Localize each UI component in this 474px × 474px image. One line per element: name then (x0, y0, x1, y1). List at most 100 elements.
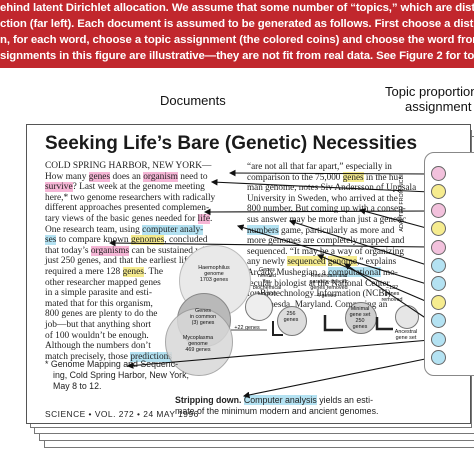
topic-coin (431, 331, 446, 347)
256-genes-label: 256 genes (283, 311, 299, 323)
caption-text: yields an esti- (316, 395, 374, 405)
highlighted-word-yellow: sequenced (287, 256, 326, 267)
article-line: sequenced. “It may be a way of organizin… (247, 246, 404, 257)
article-text: man genome, notes Siv Andersson of Uppsa… (247, 182, 417, 193)
figure-credit: ADAPTED FROM NCBI (399, 174, 405, 232)
article-text: to compare known (56, 235, 131, 246)
article-text: How many (45, 171, 89, 182)
highlighted-word-yellow: genes (342, 171, 364, 182)
figure-caption-text: Stripping down. Computer analysis yields… (175, 395, 378, 417)
article-text: match precisely, those (45, 351, 131, 362)
minimal-gene-set-label: Minimal gene set 250 genes (349, 306, 371, 330)
article-text: other researcher mapped genes (45, 277, 161, 288)
topic-coin (431, 184, 446, 200)
article-text: . (210, 214, 213, 224)
article-text: “are not all that far apart,” especially… (247, 161, 392, 171)
article-text: One research team, using (45, 224, 143, 235)
article-title: Seeking Life’s Bare (Genetic) Necessitie… (45, 133, 418, 154)
highlighted-word-blue: ses (45, 235, 57, 246)
article-text: tary views of the basic genes needed for (45, 214, 198, 224)
article-line: in Bethesda, Maryland. Comparing an (247, 299, 387, 310)
article-text: sus answer may be more than just a genet… (247, 214, 407, 224)
figure-caption-bold: Stripping down. Computer analysis yields… (175, 395, 374, 405)
journal-footer: SCIENCE • VOL. 272 • 24 MAY 1996 (45, 409, 199, 419)
article-text: . The (143, 267, 164, 277)
mycoplasma-label: Mycoplasma genome 469 genes (182, 335, 214, 353)
caption-line: signments in this figure are illustrativ… (0, 50, 474, 62)
genes-needed-label: Genes needed for biochemical function (252, 267, 282, 297)
article-line: comparison to the 75,000 genes in the hu… (247, 171, 401, 183)
article-text: of 100 wouldn’t be enough. (45, 330, 149, 341)
minus-4-label: −4 genes (313, 293, 337, 299)
article-line: in a simple parasite and esti- (45, 288, 152, 299)
article-text: mated that for this organism, (45, 298, 153, 309)
highlighted-word-pink: survive (45, 182, 73, 193)
highlighted-word-pink: organism (143, 171, 178, 182)
article-text: different approaches presented complemen… (45, 203, 210, 214)
topic-coin (431, 239, 446, 255)
article-line: 800 genes are plenty to do the (45, 309, 157, 320)
article-line: that today’s organisms can be sustained … (45, 245, 212, 257)
highlighted-word-pink: life (197, 214, 211, 224)
article-line: One research team, using computer analy- (45, 224, 204, 236)
article-text: in a simple parasite and esti- (45, 288, 152, 299)
article-text: required a mere 128 (45, 267, 123, 277)
footnote-line: May 8 to 12. (53, 381, 102, 391)
article-line: just 250 genes, and that the earliest li… (45, 256, 216, 267)
plus-22-label: +22 genes (234, 325, 260, 331)
ancestral-gene-set-circle (395, 305, 419, 329)
article-text: 800 genes are plenty to do the (45, 309, 158, 320)
topic-coin (431, 166, 446, 181)
article-text: sequenced. “It may be a way of organizin… (247, 245, 404, 256)
article-text: ? Last week at the genome meeting (72, 182, 205, 193)
topic-coin (431, 350, 446, 365)
article-line: man genome, notes Siv Andersson of Uppsa… (247, 182, 416, 193)
caption-text: mate of the minimum modern and ancient g… (175, 406, 379, 416)
article-line: ses to compare known genomes, concluded (45, 235, 207, 246)
article-text: more genomes are completely mapped and (247, 235, 405, 246)
highlighted-word-pink: genes (88, 171, 111, 182)
article-line: University in Sweden, who arrived at the (247, 193, 398, 204)
article-line: different approaches presented complemen… (45, 203, 209, 214)
article-line: COLD SPRING HARBOR, NEW YORK— (45, 161, 211, 172)
article-line: How many genes does an organism need to (45, 171, 208, 183)
highlighted-word-yellow: genes (122, 267, 144, 277)
footnote-line: ing, Cold Spring Harbor, New York, (53, 370, 189, 380)
article-line: tary views of the basic genes needed for… (45, 214, 212, 225)
article-line: mated that for this organism, (45, 299, 153, 310)
highlighted-word-yellow: genome (327, 256, 357, 267)
topic-coin (431, 202, 446, 218)
topic-assignments-label: assignment (405, 99, 472, 114)
article-text: COLD SPRING HARBOR, NEW YORK— (45, 161, 212, 171)
article-line: numbers game, particularly as more and (247, 224, 395, 236)
article-line: required a mere 128 genes. The (45, 267, 163, 278)
ancestral-gene-set-label: Ancestral gene set (394, 329, 418, 341)
article-line: “are not all that far apart,” especially… (247, 161, 392, 172)
caption-line: n, for each word, choose a topic assignm… (0, 34, 474, 46)
footnote-line: * Genome Mapping and Sequenc- (45, 359, 179, 369)
article-text: need to (177, 171, 208, 182)
redundant-genes-label: Redundant and parasite-specific genes re… (309, 273, 349, 291)
article-text: game, particularly as more and (278, 224, 395, 235)
haemophilus-label: Haemophilus genome 1703 genes (198, 265, 230, 283)
figure-caption-line: mate of the minimum modern and ancient g… (175, 406, 378, 417)
article-text: mo- (380, 267, 398, 277)
topic-coin (431, 294, 446, 310)
topic-coin (431, 221, 446, 237)
figure-caption: ehind latent Dirichlet allocation. We as… (0, 0, 474, 68)
article-text: 800 number. But coming up with a consen- (247, 203, 406, 214)
article-text: ,” explains (356, 256, 397, 267)
article-text: any newly (247, 256, 288, 267)
article-line: job—but that anything short (45, 320, 151, 331)
article-text: University in Sweden, who arrived at the (247, 192, 398, 203)
caption-line: ction (far left). Each document is assum… (0, 18, 474, 30)
article-line: 800 number. But coming up with a consen- (247, 203, 406, 214)
article-text: comparison to the 75,000 (247, 171, 343, 182)
article-line: Although the numbers don’t (45, 341, 151, 352)
genes-needed-circle (245, 293, 273, 321)
article-line: here,* two genome researchers with radic… (45, 193, 215, 204)
highlighted-word-blue: computer analy- (142, 224, 204, 235)
highlighted-word-yellow: genomes (130, 235, 165, 246)
article-line: any newly sequenced genome,” explains (247, 256, 396, 267)
highlighted-word-blue: numbers (247, 224, 279, 235)
